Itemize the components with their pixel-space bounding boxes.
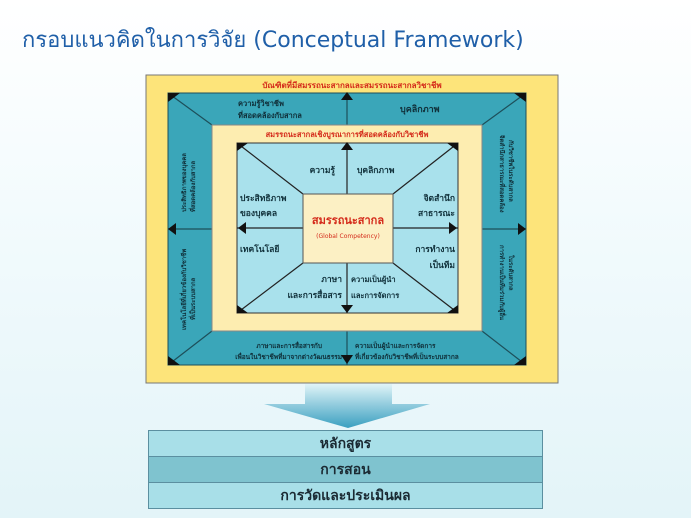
center-subtitle: (Global Competency) (316, 233, 380, 240)
inner-left-top-1: ประสิทธิภาพ (240, 193, 287, 204)
down-arrow-icon (264, 384, 430, 428)
inner-left-top-2: ของบุคคล (240, 209, 277, 219)
inner-right-bottom-1: การทำงาน (415, 244, 455, 255)
inner-top-right: บุคลิกภาพ (357, 165, 395, 176)
outer-left-top-2: ที่สอดคล้องกับสากล (188, 161, 197, 212)
inner-left-bottom: เทคโนโลยี (240, 244, 279, 255)
inner-banner: สมรรถนะสากลเชิงบูรณาการที่สอดคล้องกับวิช… (266, 128, 429, 140)
outer-bottom-right-1: ความเป็นผู้นำและการจัดการ (355, 341, 436, 351)
outer-right-bottom-2: ในระดับสากล (507, 255, 515, 291)
outer-top-left-2: ที่สอดคล้องกับสากล (238, 109, 302, 120)
inner-right-bottom-2: เป็นทีม (430, 258, 455, 271)
outer-left-bottom-2: ที่เป็นระบบสากล (188, 277, 197, 320)
center-title: สมรรถนะสากล (312, 214, 384, 227)
outer-banner: บัณฑิตที่มีสมรรถนะสากลและสมรรถนะสากลวิชา… (262, 79, 441, 90)
inner-right-top-2: สาธารณะ (418, 209, 455, 219)
outer-bottom-right-2: ที่เกี่ยวข้องกับวิชาชีพที่เป็นระบบสากล (355, 351, 459, 361)
outer-left-top-1: ประสิทธิภาพของบุคคล (180, 153, 188, 212)
outcome-assessment: การวัดและประเมินผล (148, 482, 543, 509)
outer-right-top-2: กับวิชาชีพในระดับสากล (507, 140, 515, 202)
arrowheads (168, 92, 526, 365)
inner-top-left: ความรู้ (310, 165, 336, 176)
slide-title: กรอบแนวคิดในการวิจัย (Conceptual Framewo… (22, 28, 524, 53)
inner-bottom-right-2: และการจัดการ (351, 291, 400, 300)
inner-bottom-left-1: ภาษา (321, 275, 342, 285)
outer-right-bottom-1: การทำงานเป็นทีมร่วมกับผู้อื่น (497, 245, 507, 321)
inner-right-top-1: จิตสำนึก (424, 193, 455, 204)
outer-bottom-left-1: ภาษาและการสื่อสารกับ (256, 340, 322, 350)
outer-right-top-1: จิตสำนึกสาธารณะที่สอดคล้อง (498, 135, 507, 213)
inner-bottom-right-1: ความเป็นผู้นำ (351, 274, 396, 285)
center-box (302, 193, 394, 264)
outer-left-bottom-1: เทคโนโลยีที่เกี่ยวข้องกับวิชาชีพ (179, 249, 188, 330)
outer-top-left-1: ความรู้วิชาชีพ (238, 99, 284, 109)
outer-bottom-left-2: เพื่อนในวิชาชีพที่มาจากต่างวัฒนธรรม (235, 351, 342, 361)
outer-top-right: บุคลิกภาพ (400, 104, 440, 115)
outcome-teaching: การสอน (148, 456, 543, 483)
outcome-curriculum: หลักสูตร (148, 430, 543, 457)
inner-bottom-left-2: และการสื่อสาร (287, 288, 342, 301)
